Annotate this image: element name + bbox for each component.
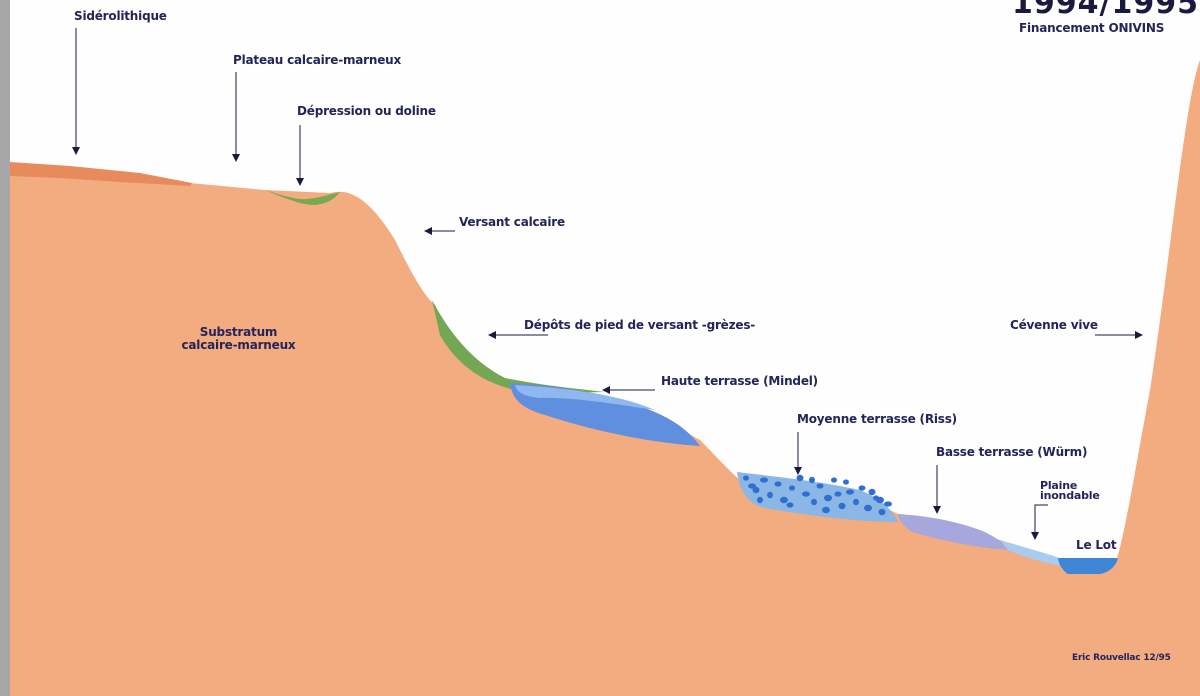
label-le-lot: Le Lot <box>1076 539 1116 552</box>
label-depression: Dépression ou doline <box>297 105 436 118</box>
arrow-plaine <box>1035 505 1048 536</box>
gravel-dot <box>879 509 886 515</box>
label-siderolithique: Sidérolithique <box>74 10 167 23</box>
label-versant: Versant calcaire <box>459 216 565 229</box>
gravel-dot <box>802 491 810 496</box>
gravel-dot <box>797 475 804 481</box>
arrowhead-haute <box>602 386 610 394</box>
label-cevenne: Cévenne vive <box>1010 319 1098 332</box>
arrowhead-depression <box>296 178 304 186</box>
funding-label: Financement ONIVINS <box>1019 22 1164 35</box>
gravel-dot <box>864 505 872 511</box>
gravel-dot <box>787 502 794 507</box>
arrowhead-versant <box>424 227 432 235</box>
gravel-dot <box>835 491 842 496</box>
gravel-dot <box>743 475 749 480</box>
gravel-dot <box>789 485 795 490</box>
label-haute-terrasse: Haute terrasse (Mindel) <box>661 375 818 388</box>
project-year: 1994/1995 <box>1012 0 1199 21</box>
gravel-dot <box>757 497 763 503</box>
gravel-dot <box>775 481 782 486</box>
gravel-dot <box>884 501 892 506</box>
arrowhead-basse <box>933 506 941 514</box>
arrowhead-plateau <box>232 154 240 162</box>
gravel-dot <box>859 485 866 490</box>
label-plaine-line2: inondable <box>1040 491 1100 501</box>
gravel-dot <box>809 477 815 483</box>
arrowhead-plaine <box>1031 532 1039 540</box>
gravel-dot <box>811 499 817 505</box>
gravel-dot <box>831 477 837 482</box>
arrowhead-cevenne <box>1135 331 1143 339</box>
gravel-dot <box>780 497 788 503</box>
author-credit: Eric Rouvellac 12/95 <box>1072 653 1171 663</box>
substratum-layer <box>10 60 1200 696</box>
gravel-dot <box>843 479 849 484</box>
label-moyenne-terrasse: Moyenne terrasse (Riss) <box>797 413 957 426</box>
arrowhead-moyenne <box>794 467 802 475</box>
gravel-dot <box>824 495 832 501</box>
label-plateau: Plateau calcaire-marneux <box>233 54 401 67</box>
gravel-dot <box>846 489 854 494</box>
gravel-dot <box>869 489 876 495</box>
gravel-dot <box>748 483 756 488</box>
arrowhead-depots <box>488 331 496 339</box>
gravel-dot <box>876 497 884 503</box>
gravel-dot <box>760 477 768 482</box>
label-basse-terrasse: Basse terrasse (Würm) <box>936 446 1087 459</box>
gravel-dot <box>822 507 830 513</box>
gravel-dot <box>817 483 824 488</box>
arrowhead-siderolithique <box>72 147 80 155</box>
label-depots: Dépôts de pied de versant -grèzes- <box>524 319 755 332</box>
label-substratum: Substratum calcaire-marneux <box>176 326 301 352</box>
gravel-dot <box>853 499 859 505</box>
label-substratum-line2: calcaire-marneux <box>176 339 301 352</box>
gravel-dot <box>839 503 846 509</box>
gravel-dot <box>767 492 773 498</box>
label-plaine-inondable: Plaine inondable <box>1040 481 1100 501</box>
